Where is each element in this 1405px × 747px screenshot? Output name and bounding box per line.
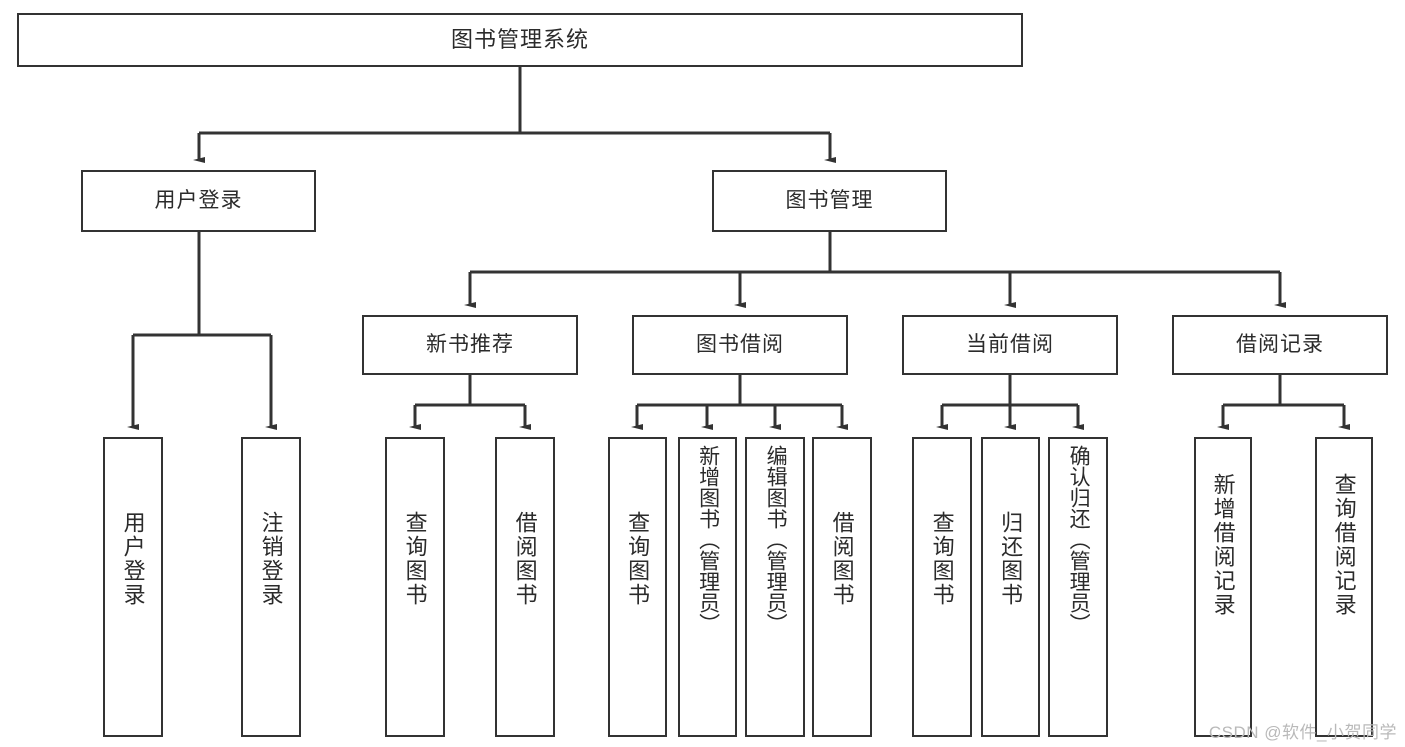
node-leaf-borrow-book-bb[interactable]: 借阅图书 <box>812 437 872 737</box>
node-leaf-confirm-return-admin[interactable]: 确认归还（管理员） <box>1048 437 1108 737</box>
node-leaf-add-borrow-record[interactable]: 新增借阅记录 <box>1194 437 1252 737</box>
node-label: 查询图书 <box>402 511 428 607</box>
node-book-borrow[interactable]: 图书借阅 <box>632 315 848 375</box>
node-label: 当前借阅 <box>966 332 1054 356</box>
node-label: 查询图书 <box>929 511 955 607</box>
node-leaf-query-book-cb[interactable]: 查询图书 <box>912 437 972 737</box>
node-label: 用户登录 <box>154 188 243 212</box>
node-label: 归还图书 <box>998 511 1024 607</box>
node-label: 图书管理 <box>785 188 874 212</box>
node-leaf-query-borrow-record[interactable]: 查询借阅记录 <box>1315 437 1373 737</box>
node-leaf-edit-book-admin[interactable]: 编辑图书（管理员） <box>745 437 805 737</box>
node-root-library-system[interactable]: 图书管理系统 <box>17 13 1023 67</box>
node-label: 注销登录 <box>258 511 284 607</box>
node-label: 新增借阅记录 <box>1210 473 1236 617</box>
node-borrow-record[interactable]: 借阅记录 <box>1172 315 1388 375</box>
node-label: 借阅记录 <box>1236 332 1324 356</box>
node-label: 借阅图书 <box>829 511 855 607</box>
node-leaf-add-book-admin[interactable]: 新增图书（管理员） <box>678 437 737 737</box>
node-label: 新书推荐 <box>426 332 514 356</box>
node-label: 用户登录 <box>120 511 146 607</box>
node-leaf-user-login[interactable]: 用户登录 <box>103 437 163 737</box>
node-label: 图书管理系统 <box>450 27 589 53</box>
node-label: 新增图书（管理员） <box>696 445 720 634</box>
csdn-watermark: CSDN @软件_小贺同学 <box>1208 723 1397 742</box>
node-label: 确认归还（管理员） <box>1067 445 1091 634</box>
node-label: 查询借阅记录 <box>1331 473 1357 617</box>
node-current-borrow[interactable]: 当前借阅 <box>902 315 1118 375</box>
node-label: 编辑图书（管理员） <box>764 445 788 634</box>
node-label: 借阅图书 <box>512 511 538 607</box>
node-leaf-query-book-bb[interactable]: 查询图书 <box>608 437 667 737</box>
node-label: 查询图书 <box>625 511 651 607</box>
node-book-management[interactable]: 图书管理 <box>712 170 947 232</box>
node-leaf-logout[interactable]: 注销登录 <box>241 437 301 737</box>
node-new-book-recommend[interactable]: 新书推荐 <box>362 315 578 375</box>
node-leaf-return-book[interactable]: 归还图书 <box>981 437 1040 737</box>
node-leaf-borrow-book-nbr[interactable]: 借阅图书 <box>495 437 555 737</box>
node-label: 图书借阅 <box>696 332 784 356</box>
node-user-login[interactable]: 用户登录 <box>81 170 316 232</box>
node-leaf-query-book-nbr[interactable]: 查询图书 <box>385 437 445 737</box>
